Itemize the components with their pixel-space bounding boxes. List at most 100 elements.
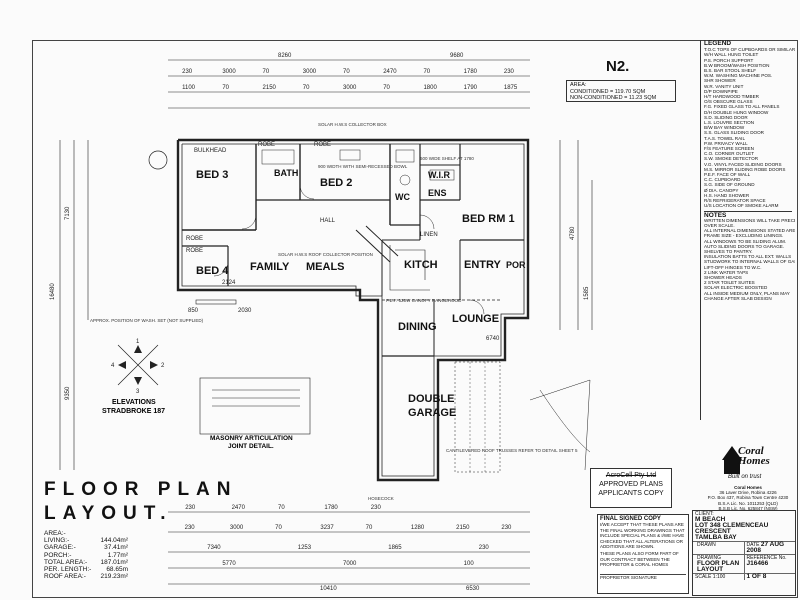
dimension-value: 5770	[222, 561, 236, 567]
legend-note: FRAME SIZE - EXCLUDING LININGS.	[704, 233, 784, 239]
legend-note: ALL WINDOWS TO BE SLIDING ALUM.	[704, 238, 787, 244]
room-bed1: BED RM 1	[462, 213, 515, 225]
area-row: ROOF AREA:- 219.23m²	[44, 573, 128, 580]
room-family: FAMILY	[250, 261, 290, 273]
client-suburb: TAMLBA BAY	[695, 534, 737, 541]
dimension-value: 1800	[423, 85, 437, 91]
dimension-value: 230	[501, 525, 512, 531]
dimension-value: 70	[383, 85, 390, 91]
sheet-number: 1 OF 8	[746, 573, 767, 580]
dimension-value: 1253	[298, 545, 312, 551]
dimension-value: 1875	[504, 85, 518, 91]
coral-homes-logo-icon	[722, 446, 742, 474]
drawing-row: DRAWING FLOOR PLAN LAYOUT REFERENCE No. …	[693, 555, 795, 574]
stamp-line1: APPROVED PLANS	[599, 481, 663, 488]
approval-stamp: AcroCell Pty Ltd APPROVED PLANS APPLICAN…	[590, 468, 672, 508]
legend-item: S.W. SMOKE DETECTOR	[704, 156, 759, 162]
drawing-title-line2: LAYOUT.	[44, 503, 173, 524]
legend-item: W/H WALL HUNG TOILET	[704, 52, 759, 58]
elevations-name: STRADBROKE 187	[102, 408, 165, 415]
masonry-subtitle: JOINT DETAIL.	[228, 443, 274, 450]
final-signed-text: I/WE ACCEPT THAT THESE PLANS ARE THE FIN…	[600, 522, 685, 550]
robe-label-4: ROBE	[186, 248, 203, 254]
dimension-value: 70	[343, 69, 350, 75]
legend-item: F.G. FIXED GLASS TO ALL PANELS	[704, 104, 780, 110]
dimension-value: 100	[464, 561, 475, 567]
dimension-value: 70	[222, 85, 229, 91]
date-label: DATE	[746, 542, 760, 548]
dim-bottom-right: 6530	[466, 586, 480, 592]
legend-item: S.S. GLASS SLIDING DOOR	[704, 130, 764, 136]
legend-note: SOLAR ELECTRIC BOOSTED	[704, 285, 768, 291]
sheet-border	[32, 40, 798, 598]
legend-item: C.C. CUPBOARD	[704, 177, 741, 183]
title-block: CLIENT: M BEACH LOT 348 CLEMENCEAU CRESC…	[692, 510, 796, 596]
area-row: AREA:-	[44, 530, 128, 537]
dimension-value: 3237	[320, 525, 334, 531]
area-value: 1.77m²	[107, 551, 128, 559]
robe-label-2: ROBE	[314, 142, 331, 148]
scale-label: SCALE	[695, 574, 712, 580]
room-lounge: LOUNGE	[452, 313, 499, 325]
legend-item: M.S. MIRROR SLIDING ROBE DOORS	[704, 166, 786, 172]
legend-item: H/T HARDWOOD TIMBER	[704, 94, 759, 100]
legend-item: Ø DIA. CANOPY	[704, 187, 739, 193]
legend-item: P.W. PRIVACY WALL	[704, 140, 748, 146]
brand-company: Coral Homes	[734, 485, 762, 490]
legend-note: ALL INSIDE MEDIUM ONLY, PLANS MAY	[704, 290, 790, 296]
legend-note: SHOWER HEADS	[704, 274, 742, 280]
client-row: CLIENT: M BEACH LOT 348 CLEMENCEAU CRESC…	[693, 511, 795, 542]
room-porch: POR	[506, 260, 526, 270]
room-garage-line2: GARAGE	[408, 407, 456, 419]
drawn-label: DRAWN	[695, 542, 745, 554]
dimension-value: 230	[185, 525, 196, 531]
brand-licence1: B.S.A Lic. No. 1011253 (QLD)	[718, 500, 778, 506]
dimension-value: 70	[366, 525, 373, 531]
elevations-label: ELEVATIONS	[112, 399, 156, 406]
room-entry: ENTRY	[464, 259, 502, 271]
dim-top-total: 8260	[278, 53, 292, 59]
dimension-value: 70	[275, 525, 282, 531]
area-label: ROOF AREA:-	[44, 573, 86, 581]
legend-item: S.D. SLIDING DOOR	[704, 114, 748, 120]
drawn-row: DRAWN DATE 27 AUG 2008	[693, 541, 795, 555]
room-bath: BATH	[274, 168, 298, 178]
legend-item: S.G. SIDE OF GROUND	[704, 182, 755, 188]
note-solar-position: SOLAR H.W.S ROOF COLLECTOR POSITION	[278, 252, 373, 257]
area-box: AREA: CONDITIONED = 119.70 SQM NON-CONDI…	[566, 80, 676, 102]
dimension-value: 70	[278, 505, 285, 511]
area-row: GARAGE:-37.41m²	[44, 544, 128, 551]
dimension-value: 230	[185, 505, 196, 511]
brand-address-block: Coral Homes 36 Laver Drive, Robina 4226 …	[702, 485, 794, 511]
robe-label-1: ROBE	[258, 142, 275, 148]
area-non-conditioned: NON-CONDITIONED = 11.23 SQM	[570, 95, 657, 101]
area-value: 187.01m²	[100, 558, 128, 566]
legend-note: ALL INTERNAL DIMENSIONS STATED ARE	[704, 228, 795, 234]
legend-item: B.W BROOM/WASH POSITION	[704, 62, 770, 68]
stamp-line2: APPLICANTS COPY	[598, 490, 664, 497]
area-label: GARAGE:-	[44, 544, 76, 552]
legend-item: T.A.S. TOWEL RAIL	[704, 135, 746, 141]
brand-name: Coral Homes	[738, 445, 770, 467]
room-garage-line1: DOUBLE	[408, 393, 454, 405]
room-bed3: BED 3	[196, 169, 228, 181]
dimension-value: 3000	[343, 85, 357, 91]
room-ens: ENS	[428, 188, 447, 198]
area-value: 219.23m²	[100, 573, 128, 581]
dim-left-a: 7130	[65, 206, 71, 220]
legend-item: U/S LOCATION OF SMOKE ALARM	[704, 203, 779, 209]
legend-heading: LEGEND	[704, 40, 732, 47]
dimension-value: 230	[182, 69, 193, 75]
legend-item: P.S. PORCH SUPPORT	[704, 57, 754, 63]
legend-item: W.M. WASHING MACHINE POS.	[704, 73, 773, 79]
brand-name-line1: Coral	[738, 445, 764, 457]
dimension-value: 1280	[411, 525, 425, 531]
notes-heading: NOTES	[704, 210, 792, 218]
